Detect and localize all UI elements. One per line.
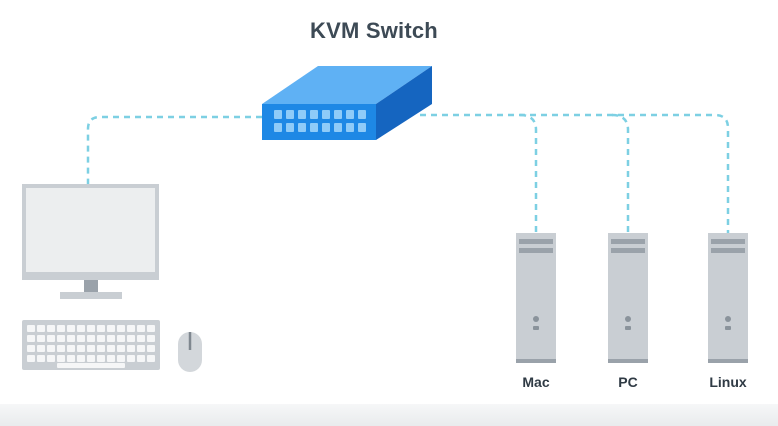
keyboard-key: [37, 325, 45, 332]
keyboard-key: [77, 345, 85, 352]
label-pc: PC: [618, 374, 638, 390]
keyboard-key: [87, 335, 95, 342]
cables: [86, 113, 730, 233]
keyboard-key: [97, 345, 105, 352]
keyboard-key: [97, 355, 105, 362]
keyboard-key: [77, 335, 85, 342]
keyboard-key: [107, 335, 115, 342]
keyboard-key: [57, 335, 65, 342]
switch-front-face: [262, 104, 376, 140]
keyboard-key: [47, 335, 55, 342]
keyboard-key: [47, 345, 55, 352]
tower-linux-icon: [708, 233, 748, 363]
keyboard-key: [87, 325, 95, 332]
cable-to-monitor: [86, 115, 262, 184]
keyboard-key: [87, 345, 95, 352]
keyboard-key: [37, 335, 45, 342]
keyboard-key: [97, 325, 105, 332]
keyboard-key: [67, 325, 75, 332]
mouse-icon: [178, 332, 202, 372]
keyboard-key: [67, 335, 75, 342]
tower-mac-icon: [516, 233, 556, 363]
keyboard-key: [97, 335, 105, 342]
keyboard-key: [77, 355, 85, 362]
keyboard-key: [117, 345, 125, 352]
keyboard-key: [37, 355, 45, 362]
keyboard-icon: [22, 320, 160, 370]
keyboard-key: [57, 355, 65, 362]
keyboard-key: [47, 355, 55, 362]
monitor-icon: [22, 184, 159, 299]
bottom-bar: [0, 404, 778, 426]
keyboard-key: [107, 325, 115, 332]
keyboard-key: [147, 325, 155, 332]
keyboard-key: [127, 345, 135, 352]
switch-top-face: [262, 66, 432, 104]
cable-to-pc: [611, 113, 630, 233]
keyboard-key: [27, 335, 35, 342]
keyboard-key: [117, 335, 125, 342]
keyboard-key: [127, 355, 135, 362]
keyboard-key: [67, 345, 75, 352]
keyboard-key: [127, 325, 135, 332]
keyboard-key: [57, 325, 65, 332]
keyboard-key: [137, 355, 145, 362]
keyboard-key: [77, 325, 85, 332]
keyboard-key: [47, 325, 55, 332]
keyboard-key: [117, 355, 125, 362]
keyboard-key: [127, 335, 135, 342]
keyboard-key: [147, 345, 155, 352]
keyboard-key: [87, 355, 95, 362]
keyboard-key: [137, 345, 145, 352]
label-mac: Mac: [522, 374, 550, 390]
cable-to-mac: [519, 113, 538, 233]
keyboard-key: [37, 345, 45, 352]
keyboard-key: [27, 345, 35, 352]
keyboard-key: [137, 335, 145, 342]
switch-side-face: [376, 66, 432, 140]
keyboard-key: [57, 345, 65, 352]
keyboard-key: [27, 325, 35, 332]
keyboard-key: [147, 335, 155, 342]
diagram-title: KVM Switch: [310, 18, 438, 43]
switch-ports: [274, 110, 366, 132]
keyboard-key: [107, 345, 115, 352]
tower-pc-icon: [608, 233, 648, 363]
label-linux: Linux: [709, 374, 747, 390]
cable-trunk: [420, 113, 730, 233]
keyboard-key: [117, 325, 125, 332]
keyboard-key: [147, 355, 155, 362]
keyboard-key: [137, 325, 145, 332]
keyboard-spacebar: [57, 363, 125, 368]
keyboard-key: [107, 355, 115, 362]
keyboard-key: [67, 355, 75, 362]
keyboard-key: [27, 355, 35, 362]
kvm-switch-icon: [262, 66, 432, 140]
